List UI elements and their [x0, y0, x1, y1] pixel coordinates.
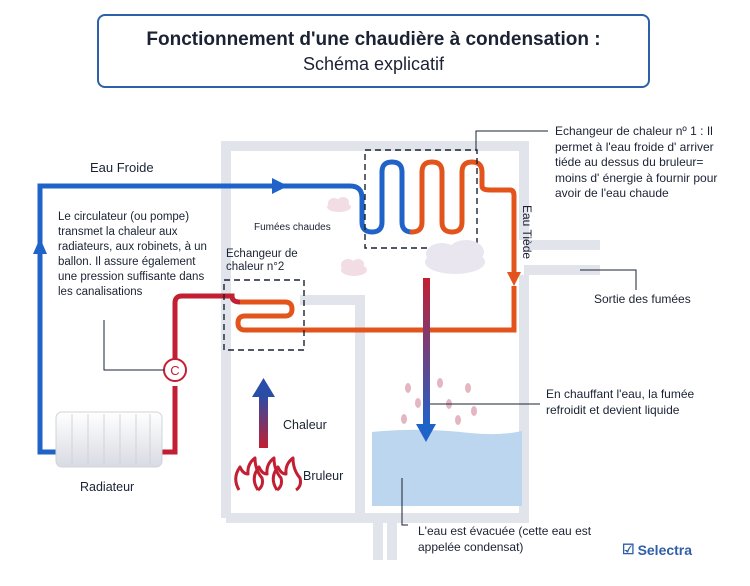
brand-check-icon: ☑: [622, 541, 635, 557]
exchanger-2-box: [223, 279, 305, 351]
condensate-tank: [372, 429, 522, 506]
arrow-up-icon: [33, 238, 47, 254]
heat-arrow-up-icon: [252, 378, 275, 448]
chaleur-label: Chaleur: [283, 418, 327, 432]
echangeur-1-description: Echangeur de chaleur nº 1 : Il permet à …: [555, 124, 718, 200]
warm-water-pipe: [260, 286, 517, 333]
arrow-down-icon: [507, 272, 521, 286]
droplet-icon: [401, 378, 477, 425]
radiateur-label: Radiateur: [80, 480, 135, 494]
cloud-icon: [425, 240, 485, 274]
exchanger-1-coil: [359, 159, 517, 279]
cloud-icon-small: [327, 197, 367, 276]
leader-lines: [103, 130, 637, 526]
page-title: Fonctionnement d'une chaudière à condens…: [146, 29, 601, 50]
bruleur-label: Bruleur: [303, 469, 344, 483]
sortie-fumees-label: Sortie des fumées: [594, 292, 691, 306]
circulator-symbol: C: [170, 363, 179, 378]
fumees-chaudes-label: Fumées chaudes: [254, 222, 331, 233]
condensat-description: L'eau est évacuée (cette eau est appelée…: [418, 524, 592, 554]
brand-name: Selectra: [637, 541, 693, 558]
circulateur-description: Le circulateur (ou pompe) transmet la ch…: [58, 211, 207, 298]
echangeur-2-label: Echangeur de chaleur n°2: [226, 248, 298, 273]
eau-tiede-label: Eau Tiède: [520, 205, 534, 259]
page-subtitle: Schéma explicatif: [302, 54, 445, 74]
radiator-icon: [55, 411, 163, 468]
fumee-liquide-description: En chauffant l'eau, la fumée refroidit e…: [546, 387, 695, 417]
title-box: Fonctionnement d'une chaudière à condens…: [97, 14, 650, 88]
exchanger-1-box: [364, 149, 478, 249]
brand-logo: ☑ Selectra: [622, 541, 692, 558]
flue-gas-arrow: [416, 278, 436, 442]
flame-icon: [234, 456, 302, 492]
exchanger-2-coil: [140, 293, 295, 455]
eau-froide-label: Eau Froide: [90, 160, 154, 175]
boiler-casing: [221, 141, 600, 560]
flow-arrow-icon: [272, 178, 288, 194]
